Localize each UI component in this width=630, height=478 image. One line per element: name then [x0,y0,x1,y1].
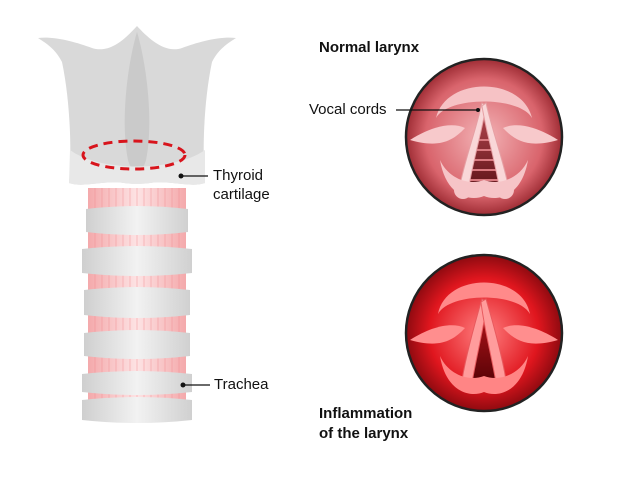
thyroid-highlight-ellipse [81,139,187,171]
inflammation-title-line2: of the larynx [319,425,409,442]
trachea-leader-dot [180,382,186,388]
trachea-ring-band [84,330,190,359]
inflamed-larynx-view [404,253,564,413]
normal-larynx-view [404,57,564,217]
thyroid-leader-dot [178,173,184,179]
trachea-ring-band [82,371,192,395]
thyroid-label-line1: Thyroid [213,167,264,184]
thyroid-cartilage [38,26,236,185]
trachea-ring-band [82,246,192,276]
trachea [82,188,192,423]
trachea-ring-band [84,287,190,318]
trachea-ring-band [82,397,192,423]
vocal-cords-label: Vocal cords [309,101,387,118]
inflammation-title-line1: Inflammation [319,405,413,422]
thyroid-label-line2: cartilage [213,186,270,203]
trachea-label: Trachea [214,376,269,393]
vocal-cords-leader-dot [476,108,480,112]
normal-larynx-title: Normal larynx [319,39,420,56]
trachea-ring-band [86,206,188,235]
